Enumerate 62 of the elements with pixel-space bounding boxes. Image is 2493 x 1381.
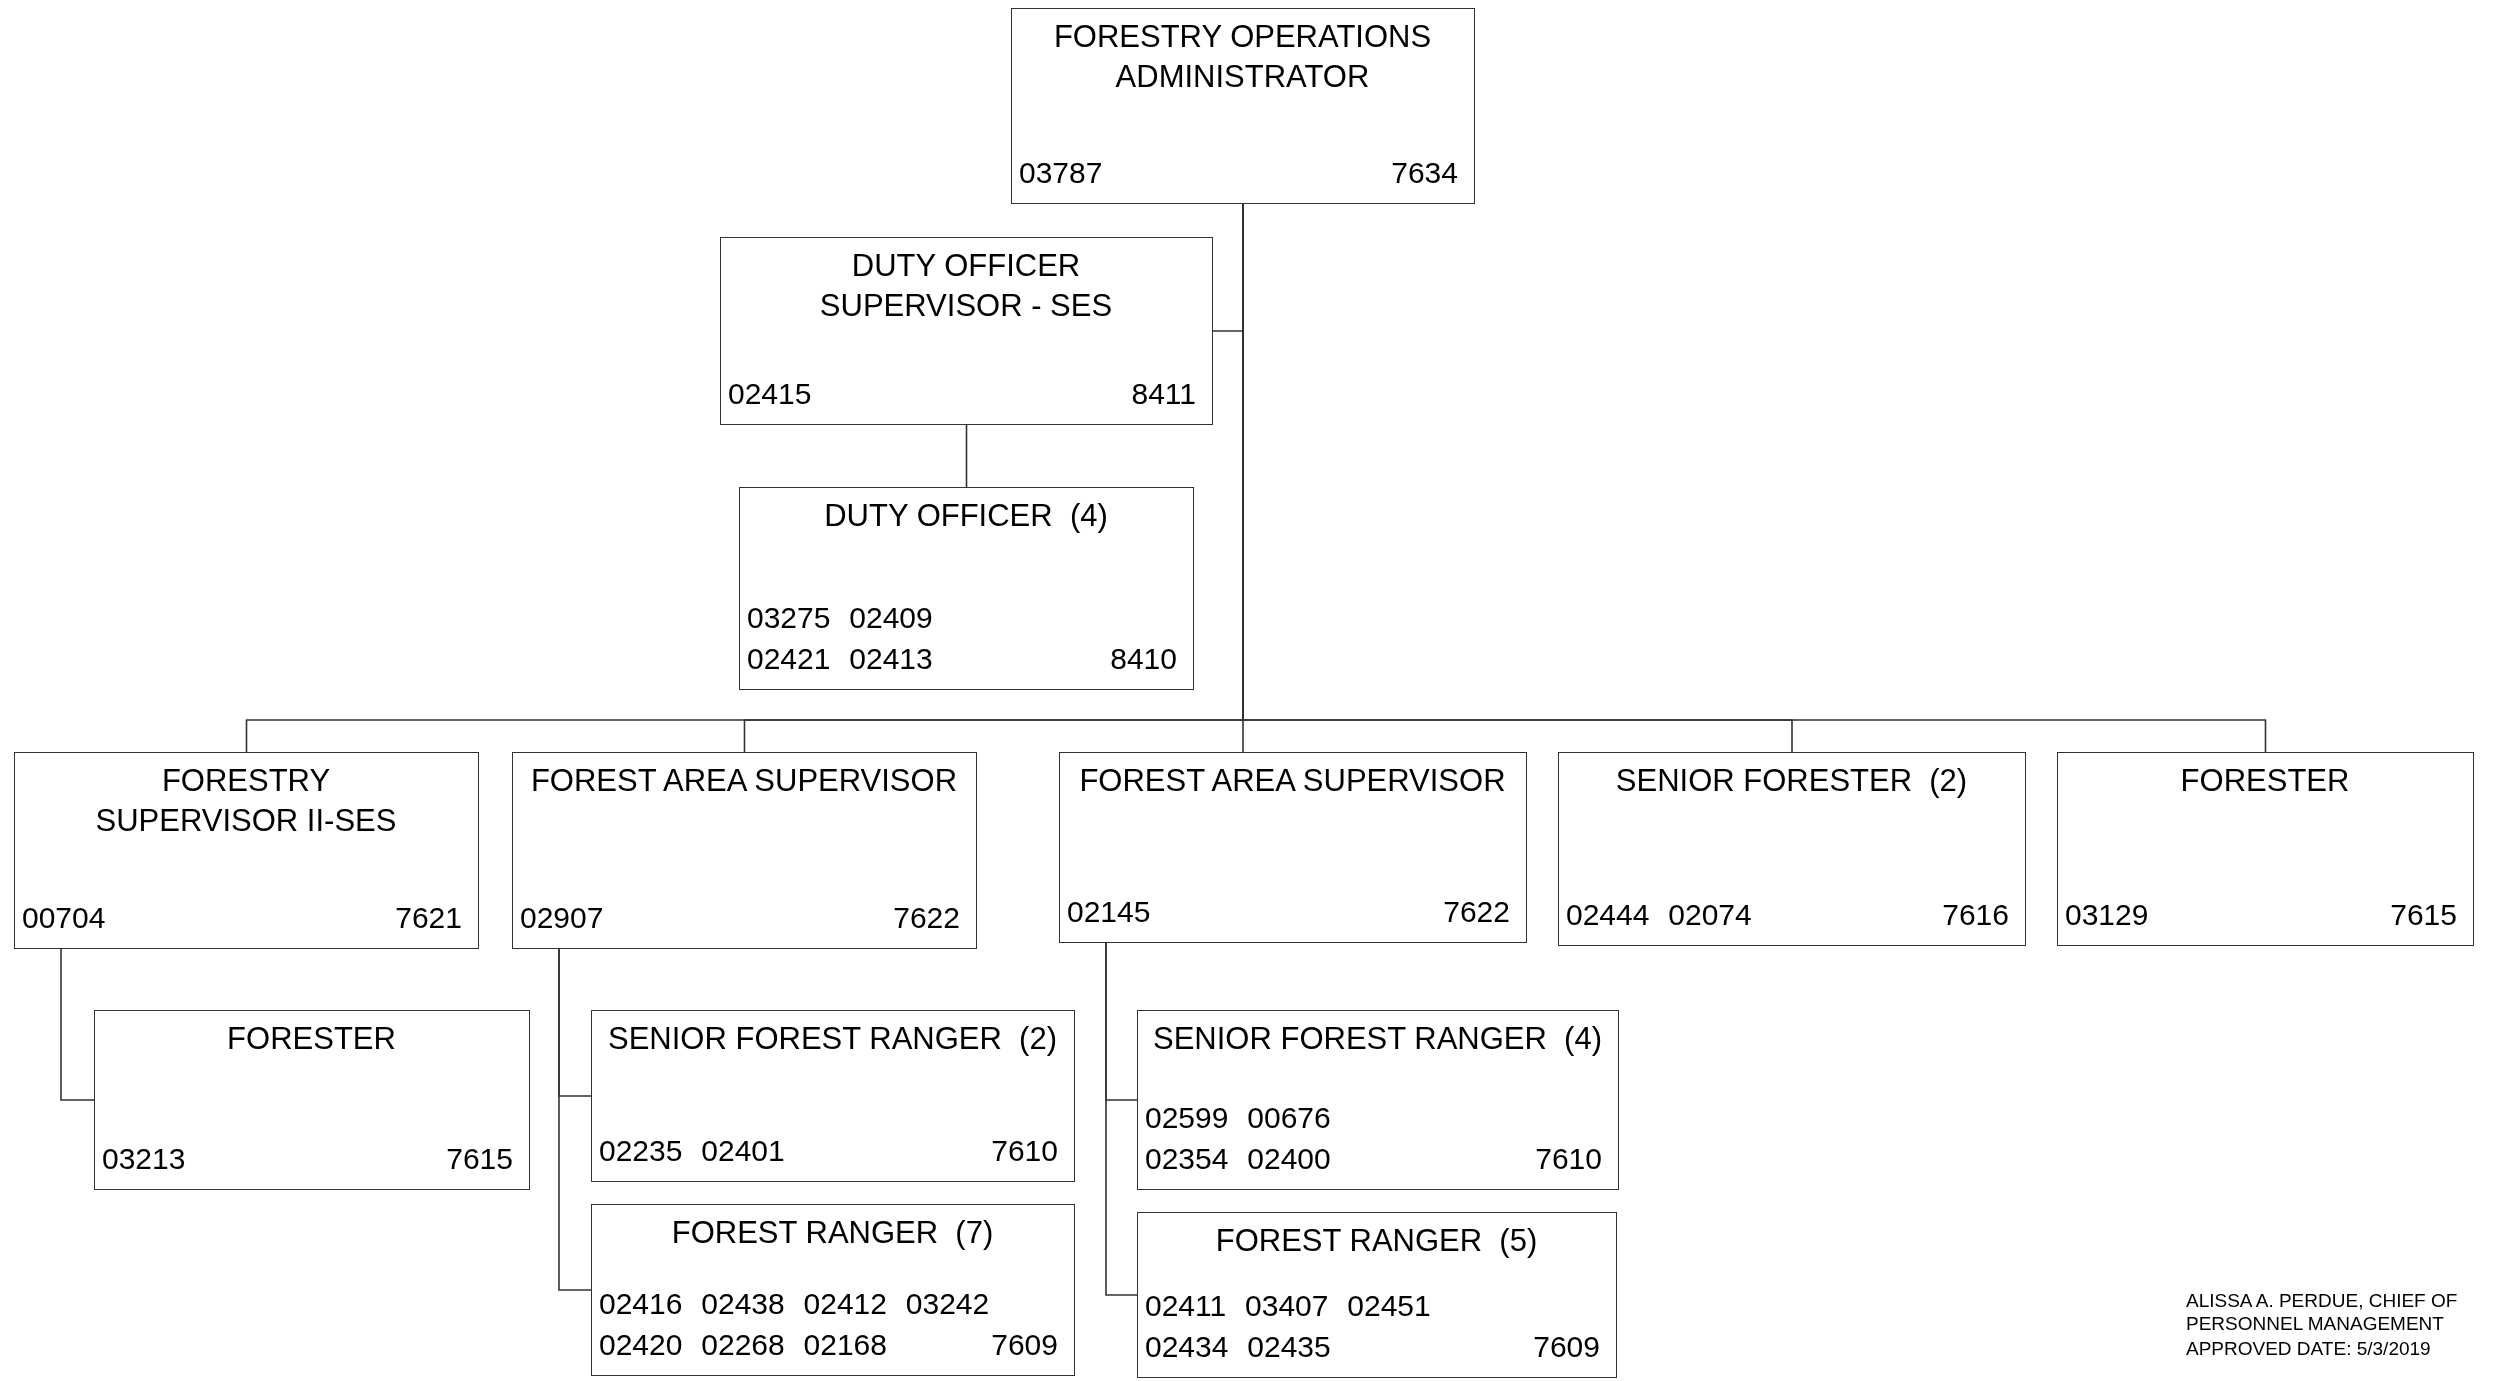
position-numbers: 02145: [1067, 893, 1151, 930]
position-numbers: 02354 02400: [1145, 1140, 1331, 1177]
position-numbers: 02444 02074: [1566, 896, 1752, 933]
position-box: [1137, 1212, 1617, 1378]
position-title: FOREST AREA SUPERVISOR: [1079, 762, 1506, 800]
position-title: SENIOR FORESTER (2): [1615, 762, 1968, 800]
position-box: [94, 1010, 530, 1190]
position-title: FORESTRY OPERATIONS ADMINISTRATOR: [1052, 18, 1433, 97]
position-numbers: 02235 02401: [599, 1132, 785, 1169]
position-numbers: 02415: [728, 375, 812, 412]
position-numbers: 02411 03407 02451: [1145, 1288, 1431, 1324]
position-numbers: 03275 02409: [747, 600, 933, 636]
position-title: FORESTER: [227, 1020, 396, 1058]
position-title: FOREST RANGER (7): [671, 1214, 994, 1252]
position-title: FORESTRY SUPERVISOR II-SES: [94, 762, 398, 841]
position-numbers: 02416 02438 02412 03242: [599, 1286, 990, 1322]
position-box: [1137, 1010, 1619, 1190]
position-box: [739, 487, 1194, 690]
position-title: DUTY OFFICER (4): [824, 497, 1108, 535]
connector-line: [60, 948, 95, 1101]
position-numbers: 02599 00676: [1145, 1100, 1331, 1136]
class-code: 7616: [1942, 896, 2009, 933]
position-box: [512, 752, 977, 949]
class-code: 7622: [893, 899, 960, 936]
class-code: 7610: [991, 1132, 1058, 1169]
connector-line: [1105, 942, 1138, 1296]
class-code: 7609: [1533, 1328, 1600, 1365]
position-box: [2057, 752, 2474, 946]
position-numbers: 00704: [22, 899, 106, 936]
class-code: 7615: [446, 1140, 513, 1177]
class-code: 7634: [1391, 154, 1458, 191]
class-code: 7621: [395, 899, 462, 936]
position-box: [1558, 752, 2026, 946]
position-box: [1059, 752, 1527, 943]
approval-note: ALISSA A. PERDUE, CHIEF OF PERSONNEL MANAGEMENT: [2186, 1290, 2459, 1336]
position-box: [1011, 8, 1475, 204]
position-numbers: 02421 02413: [747, 640, 933, 677]
position-title: SENIOR FOREST RANGER (4): [1153, 1020, 1602, 1058]
position-box: [591, 1010, 1075, 1182]
class-code: 8411: [1131, 375, 1196, 412]
position-numbers: 02907: [520, 899, 604, 936]
class-code: 7610: [1535, 1140, 1602, 1177]
position-numbers: 02420 02268 02168: [599, 1326, 888, 1363]
position-numbers: 03129: [2065, 896, 2149, 933]
connector-line: [965, 424, 968, 488]
position-box: [591, 1204, 1075, 1376]
position-box: [720, 237, 1213, 425]
class-code: 8410: [1110, 640, 1177, 677]
position-numbers: 03213: [102, 1140, 186, 1177]
position-title: FORESTER: [2180, 762, 2350, 800]
position-title: FOREST RANGER (5): [1215, 1222, 1538, 1260]
position-title: FOREST AREA SUPERVISOR: [530, 762, 958, 800]
class-code: 7622: [1443, 893, 1510, 930]
position-box: [14, 752, 479, 949]
position-title: SENIOR FOREST RANGER (2): [608, 1020, 1057, 1058]
class-code: 7615: [2390, 896, 2457, 933]
position-title: DUTY OFFICER SUPERVISOR - SES: [818, 247, 1114, 326]
position-numbers: 03787: [1019, 154, 1103, 191]
position-numbers: 02434 02435: [1145, 1328, 1332, 1365]
connector-line: [558, 948, 592, 1291]
class-code: 7609: [991, 1326, 1058, 1363]
approval-note: APPROVED DATE: 5/3/2019: [2186, 1338, 2432, 1361]
